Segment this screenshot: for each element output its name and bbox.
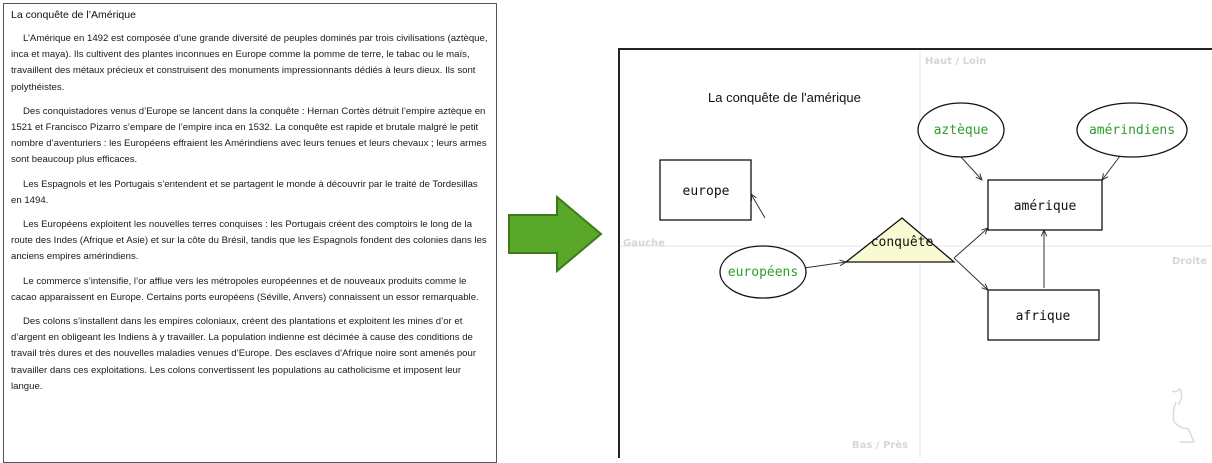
link-conquete-afrique [953,257,988,290]
paragraph: Les Espagnols et les Portugais s’entende… [11,178,478,206]
attribute-label: européens [728,265,798,280]
attribute-azteque[interactable]: aztèque [917,102,1005,158]
paragraph: Des colons s’installent dans les empires… [11,316,477,392]
link-azteque-amerique [960,156,982,180]
paragraph: Le commerce s’intensifie, l’or afflue ve… [11,275,479,303]
paragraph: L’Amérique en 1492 est composée d’une gr… [11,33,488,93]
entity-label: afrique [1016,309,1071,324]
relation-conquete[interactable]: conquête [844,217,956,263]
axis-label-right: Droite [1172,256,1207,267]
link-amerindiens-amerique [1102,155,1121,180]
axis-label-left: Gauche [623,238,665,249]
entity-afrique[interactable]: afrique [987,289,1100,341]
paragraph: Les Européens exploitent les nouvelles t… [11,219,487,263]
diagram-title: La conquête de l'amérique [708,90,861,105]
axis-label-top: Haut / Loin [925,56,986,67]
entity-amerique[interactable]: amérique [987,179,1103,231]
entity-label: amérique [1014,199,1077,214]
link-europeens-conquete [803,262,846,269]
bird-logo-icon [1171,387,1195,443]
concept-map: Haut / Loin Bas / Près Gauche Droite La … [620,50,1212,458]
link-europeens-europe [751,194,766,219]
document-title: La conquête de l’Amérique [11,9,136,21]
entity-label: europe [683,184,730,199]
document-panel: La conquête de l’Amérique L’Amérique en … [3,3,497,463]
attribute-amerindiens[interactable]: amérindiens [1076,102,1188,158]
axis-label-bottom: Bas / Près [852,439,908,451]
paragraph: Des conquistadores venus d’Europe se lan… [11,105,487,166]
diagram-canvas[interactable]: Haut / Loin Bas / Près Gauche Droite La … [618,48,1212,458]
attribute-label: amérindiens [1089,123,1175,138]
attribute-label: aztèque [934,123,989,138]
right-arrow-icon [508,195,603,273]
relation-label: conquête [871,235,934,250]
attribute-europeens[interactable]: européens [719,245,807,299]
link-conquete-amerique [953,228,988,259]
entity-europe[interactable]: europe [659,159,752,221]
